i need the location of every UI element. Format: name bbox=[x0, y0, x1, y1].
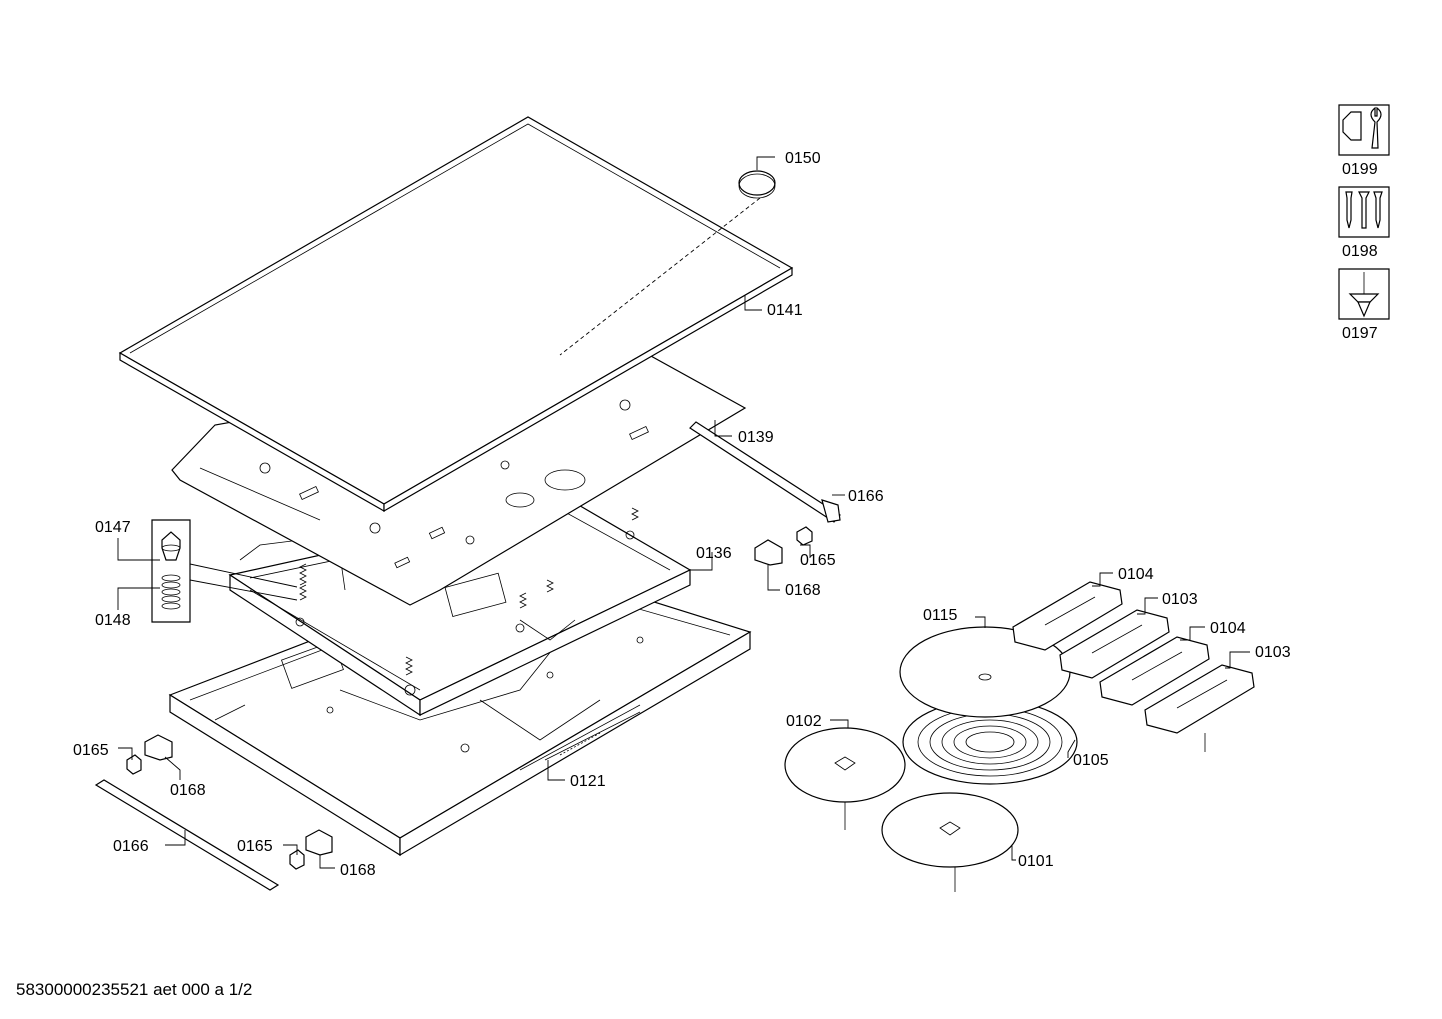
clip-0165-left-bottom[interactable] bbox=[290, 850, 304, 869]
label-0147[interactable]: 0147 bbox=[95, 519, 131, 536]
label-0141[interactable]: 0141 bbox=[767, 302, 803, 319]
label-0139[interactable]: 0139 bbox=[738, 429, 774, 446]
heater-0103-top[interactable] bbox=[1060, 610, 1169, 678]
legend-code-0197: 0197 bbox=[1342, 325, 1378, 342]
label-0103-bottom[interactable]: 0103 bbox=[1255, 644, 1291, 661]
support-frame-0136[interactable] bbox=[230, 500, 690, 715]
label-0165-left-bottom[interactable]: 0165 bbox=[237, 838, 273, 855]
clamp-0168-right[interactable] bbox=[755, 540, 782, 565]
heating-plate-0102[interactable] bbox=[785, 728, 905, 830]
base-housing-0121[interactable] bbox=[170, 560, 750, 855]
label-0166-right[interactable]: 0166 bbox=[848, 488, 884, 505]
leader-lines bbox=[118, 157, 1250, 868]
label-0104-top[interactable]: 0104 bbox=[1118, 566, 1154, 583]
label-0168-right[interactable]: 0168 bbox=[785, 582, 821, 599]
label-0104-bottom[interactable]: 0104 bbox=[1210, 620, 1246, 637]
heater-0104-bottom[interactable] bbox=[1100, 637, 1209, 705]
legend-code-0198: 0198 bbox=[1342, 243, 1378, 260]
heating-plate-0101[interactable] bbox=[882, 793, 1018, 892]
label-0103-top[interactable]: 0103 bbox=[1162, 591, 1198, 608]
mounting-rail-0166-left[interactable] bbox=[96, 780, 278, 890]
screws-icon bbox=[1346, 192, 1382, 228]
spring-0148[interactable] bbox=[162, 575, 180, 609]
label-0136[interactable]: 0136 bbox=[696, 545, 732, 562]
legend-wrench-nut[interactable]: 0199 bbox=[1339, 105, 1389, 178]
label-0121[interactable]: 0121 bbox=[570, 773, 606, 790]
spring-bolt-box[interactable] bbox=[152, 520, 190, 622]
label-0148[interactable]: 0148 bbox=[95, 612, 131, 629]
label-0102[interactable]: 0102 bbox=[786, 713, 822, 730]
label-0165-right[interactable]: 0165 bbox=[800, 552, 836, 569]
knob-magnet-0150[interactable] bbox=[739, 171, 775, 198]
label-0115[interactable]: 0115 bbox=[923, 607, 958, 624]
legend-screws[interactable]: 0198 bbox=[1339, 187, 1389, 260]
label-0101[interactable]: 0101 bbox=[1018, 853, 1054, 870]
clip-0165-right[interactable] bbox=[797, 527, 812, 545]
part-labels: 0150 0141 0139 0166 0147 0148 0136 0165 … bbox=[73, 150, 1291, 879]
clamp-0168-left-top[interactable] bbox=[145, 735, 172, 760]
label-0105[interactable]: 0105 bbox=[1073, 752, 1109, 769]
clamp-0168-left-bottom[interactable] bbox=[306, 830, 332, 855]
heater-0103-bottom[interactable] bbox=[1145, 665, 1254, 752]
label-0165-left-top[interactable]: 0165 bbox=[73, 742, 109, 759]
heater-0104-top[interactable] bbox=[1013, 582, 1122, 650]
wrench-icon bbox=[1371, 108, 1381, 148]
label-0166-left[interactable]: 0166 bbox=[113, 838, 149, 855]
screwdriver-icon bbox=[1350, 272, 1378, 316]
label-0168-left-top[interactable]: 0168 bbox=[170, 782, 206, 799]
drawing-number: 58300000235521 aet 000 a 1/2 bbox=[16, 980, 253, 999]
glass-ceramic-top-0141[interactable] bbox=[120, 117, 792, 511]
label-0168-left-bottom[interactable]: 0168 bbox=[340, 862, 376, 879]
clip-0165-left-top[interactable] bbox=[127, 755, 141, 774]
bolt-0147[interactable] bbox=[162, 532, 180, 560]
frame-springs bbox=[300, 508, 638, 675]
legend-screwdriver[interactable]: 0197 bbox=[1339, 269, 1389, 342]
label-0150[interactable]: 0150 bbox=[785, 150, 821, 167]
mounting-rail-0166-right[interactable] bbox=[690, 422, 840, 522]
wrench-nut-icon bbox=[1343, 112, 1361, 140]
legend-code-0199: 0199 bbox=[1342, 161, 1378, 178]
